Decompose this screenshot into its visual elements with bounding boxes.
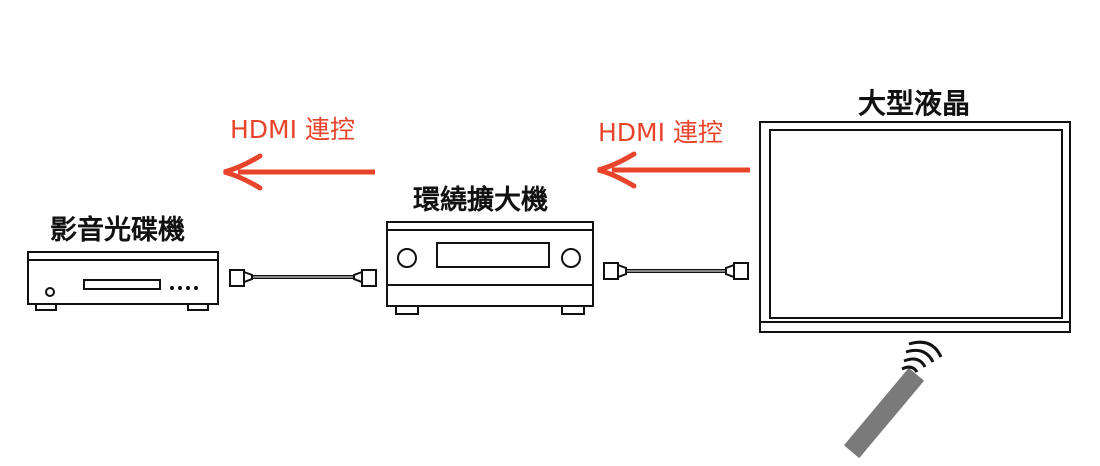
signal-waves-icon — [901, 340, 943, 373]
player-label: 影音光碟機 — [50, 215, 185, 246]
hdmi-link-label-left: HDMI 連控 — [230, 115, 355, 144]
hdmi-link-label-right: HDMI 連控 — [598, 118, 723, 147]
surround-receiver — [386, 221, 594, 315]
lcd-tv — [759, 121, 1071, 333]
remote-control — [843, 367, 925, 459]
hdmi-cable-right — [603, 262, 749, 280]
disc-player — [27, 251, 219, 311]
arrow-left — [223, 153, 375, 191]
hdmi-cable-left — [229, 269, 377, 287]
arrow-right — [597, 151, 750, 189]
tv-label: 大型液晶 — [858, 87, 971, 120]
receiver-label: 環繞擴大機 — [413, 185, 548, 216]
